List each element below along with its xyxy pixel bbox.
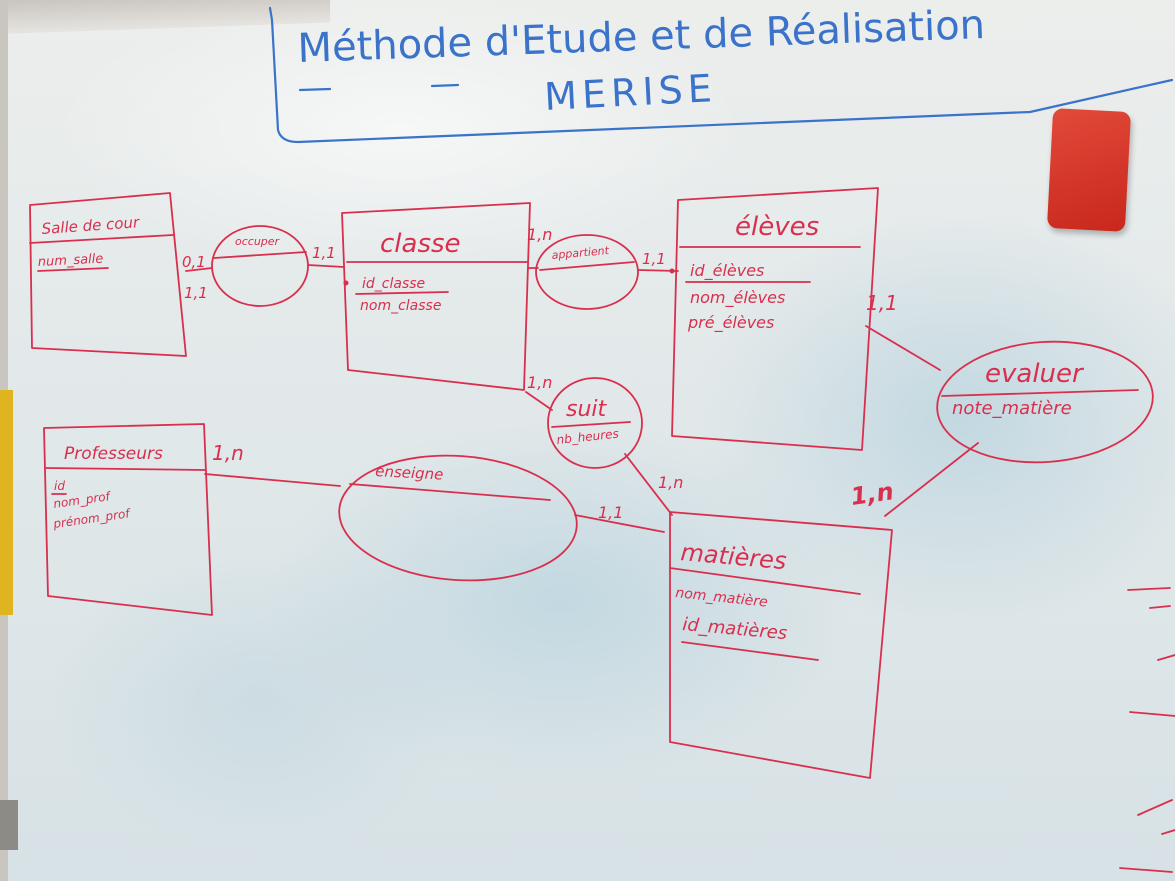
card-salle-occuper-0: 0,1 xyxy=(182,253,206,271)
card-matieres-suit: 1,n xyxy=(658,473,683,492)
link-suit-matieres xyxy=(624,453,673,516)
relation-suit-title: suit xyxy=(566,397,608,422)
entity-eleves-attr-1: nom_élèves xyxy=(690,288,785,308)
entity-classe-title: classe xyxy=(380,229,461,259)
entity-eleves: élèves id_élèves nom_élèves pré_élèves xyxy=(671,187,879,451)
connectors xyxy=(185,264,979,533)
relation-enseigne-title: enseigne xyxy=(375,462,444,484)
card-classe-occuper: 1,1 xyxy=(312,244,336,262)
relation-occuper: occuper xyxy=(211,225,309,307)
link-enseigne-matieres xyxy=(574,514,665,533)
entity-eleves-title: élèves xyxy=(735,212,819,242)
relation-enseigne: enseigne xyxy=(338,454,578,582)
card-classe-suit: 1,n xyxy=(527,373,552,392)
card-eleves-appartient: 1,1 xyxy=(642,250,666,268)
card-salle-occuper-1: 1,1 xyxy=(184,284,208,302)
relation-suit-attr-0: nb_heures xyxy=(556,427,620,447)
card-classe-appartient: 1,n xyxy=(527,225,552,244)
entity-matieres: matières nom_matière id_matières xyxy=(669,511,893,779)
link-classe-suit xyxy=(525,391,553,411)
link-eleves-evaluer xyxy=(865,325,941,371)
relation-occuper-title: occuper xyxy=(235,235,281,248)
entity-eleves-attr-2: pré_élèves xyxy=(687,313,774,333)
entity-salle-title: Salle de cour xyxy=(41,213,141,238)
entity-matieres-attr-0: nom_matière xyxy=(675,585,769,611)
card-professeurs-enseigne: 1,n xyxy=(212,441,244,465)
entity-classe: classe id_classe nom_classe xyxy=(341,202,531,391)
entity-professeurs-title: Professeurs xyxy=(64,444,163,464)
card-eleves-evaluer: 1,1 xyxy=(866,291,898,315)
board-hinge xyxy=(0,800,18,850)
card-matieres-enseigne: 1,1 xyxy=(598,503,623,522)
entity-eleves-attr-0: id_élèves xyxy=(690,261,764,281)
stray-marks-right xyxy=(1119,587,1175,873)
header-title-line2: MERISE xyxy=(543,66,718,119)
entity-professeurs-attr-2: prénom_prof xyxy=(51,506,132,531)
relation-suit: suit nb_heures xyxy=(547,377,643,469)
relation-appartient-title: appartient xyxy=(551,244,610,262)
entity-salle-de-cour: Salle de cour num_salle xyxy=(29,192,187,357)
link-salle-occuper xyxy=(185,267,213,272)
header-title-box: Méthode d'Etude et de Réalisation MERISE xyxy=(268,2,1174,144)
relation-evaluer-attr-0: note_matière xyxy=(952,398,1072,419)
relation-evaluer-title: evaluer xyxy=(985,359,1085,389)
relation-appartient: appartient xyxy=(535,234,639,310)
entity-professeurs-attr-0: id xyxy=(54,479,65,493)
cardinalities: 0,1 1,1 1,1 1,n 1,1 1,n 1,n 1,n 1,1 1,1 … xyxy=(182,225,898,522)
relation-evaluer: evaluer note_matière xyxy=(936,340,1154,464)
entity-salle-attr-0: num_salle xyxy=(37,252,103,270)
entity-professeurs: Professeurs id nom_prof prénom_prof xyxy=(43,423,213,616)
card-matieres-evaluer: 1,n xyxy=(849,477,895,511)
entity-matieres-title: matières xyxy=(679,538,787,575)
entity-classe-attr-1: nom_classe xyxy=(360,298,441,314)
entity-matieres-attr-1: id_matières xyxy=(682,614,788,644)
entity-classe-attr-0: id_classe xyxy=(362,276,425,292)
link-occuper-classe xyxy=(307,264,345,268)
yellow-ruler xyxy=(0,390,13,615)
header-title-line1: Méthode d'Etude et de Réalisation xyxy=(297,2,986,72)
link-professeurs-enseigne xyxy=(204,473,341,487)
link-matieres-evaluer xyxy=(884,442,979,517)
